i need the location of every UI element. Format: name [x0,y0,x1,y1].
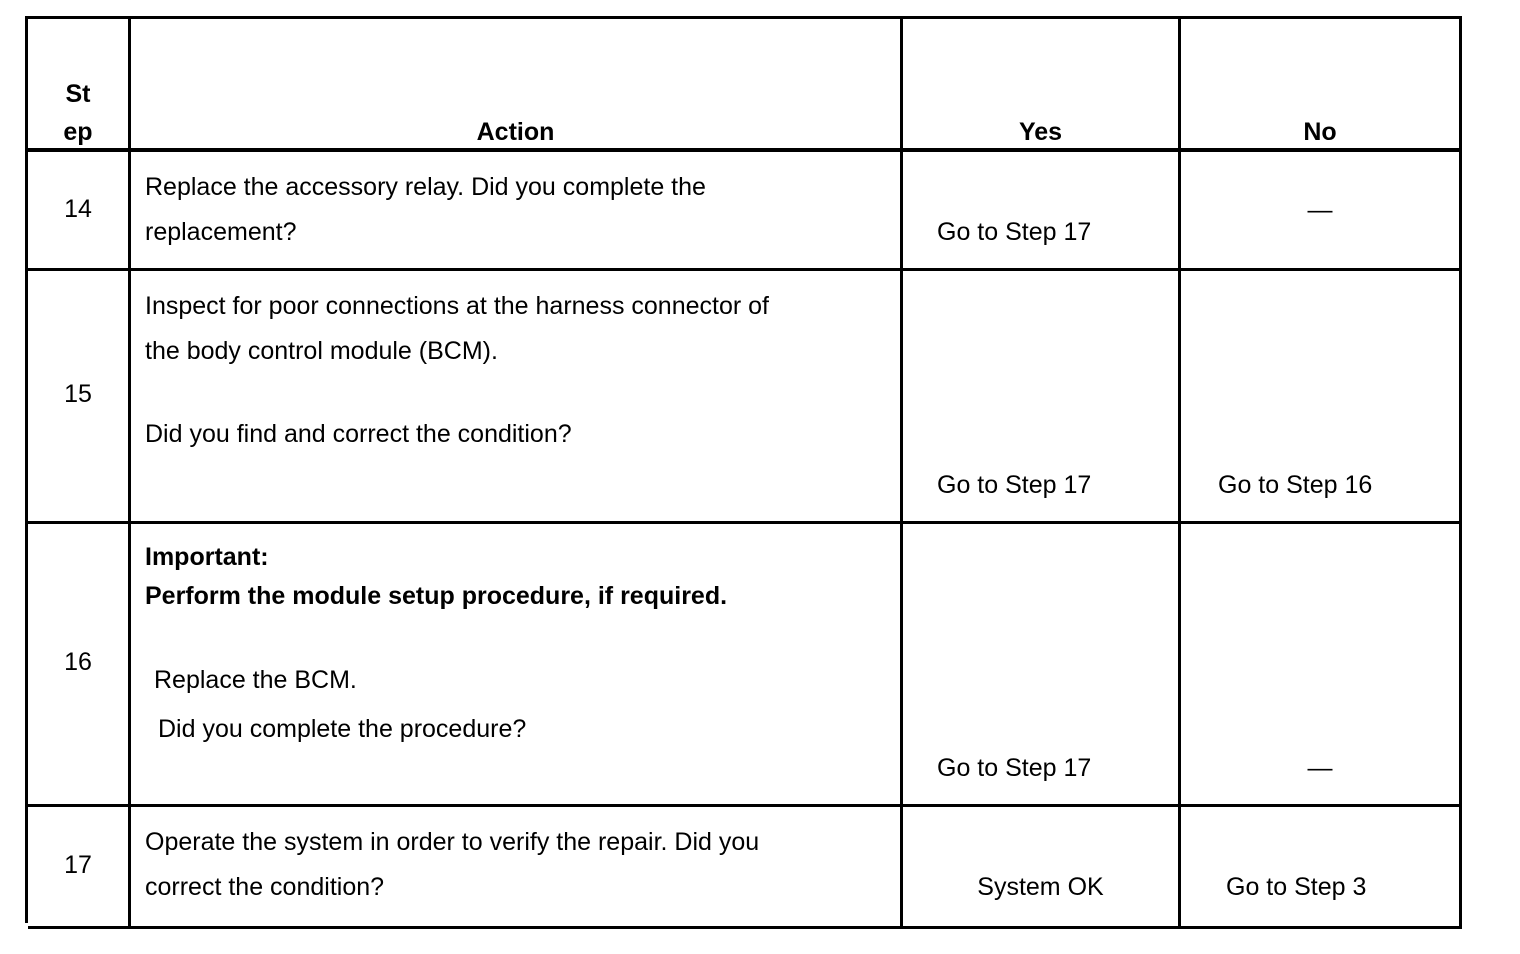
yes-cell: Go to Step 17 [903,524,1181,804]
yes-result: Go to Step 17 [937,218,1092,246]
action-cell: Operate the system in order to verify th… [131,807,903,926]
action-text-line: Did you complete the procedure? [158,715,527,743]
yes-result: Go to Step 17 [937,754,1092,782]
header-step-line1: St [65,80,91,108]
action-text-line: the body control module (BCM). [145,337,498,365]
action-cell: Replace the accessory relay. Did you com… [131,152,903,268]
action-text-line: correct the condition? [145,873,385,901]
diagnostic-table: St ep Action Yes No 14 Replace the acces… [25,16,1462,929]
no-cell: — [1181,152,1462,268]
action-text-line: Inspect for poor connections at the harn… [145,292,769,320]
header-no: No [1303,118,1337,146]
no-result: — [1307,196,1333,224]
step-number: 17 [64,851,92,879]
action-text-line: Did you find and correct the condition? [145,420,572,448]
table-row-step-16: 16 Important: Perform the module setup p… [28,524,1462,807]
header-step-line2: ep [63,118,93,146]
no-result: — [1307,754,1333,782]
step-number: 16 [64,648,92,676]
step-cell: 16 [28,524,131,804]
no-result: Go to Step 16 [1218,471,1373,499]
action-text-line: Replace the BCM. [154,666,357,694]
action-cell: Important: Perform the module setup proc… [131,524,903,804]
table-header-row: St ep Action Yes No [28,19,1462,152]
step-cell: 17 [28,807,131,926]
table-row-step-17: 17 Operate the system in order to verify… [28,807,1462,929]
header-step-cell: St ep [28,19,131,148]
step-number: 15 [64,380,92,408]
action-cell: Inspect for poor connections at the harn… [131,271,903,521]
header-yes-cell: Yes [903,19,1181,148]
action-text-line: Replace the accessory relay. Did you com… [145,173,706,201]
step-cell: 14 [28,152,131,268]
yes-cell: Go to Step 17 [903,152,1181,268]
table-row-step-15: 15 Inspect for poor connections at the h… [28,271,1462,524]
header-action: Action [476,118,555,146]
no-cell: — [1181,524,1462,804]
action-text-line: replacement? [145,218,297,246]
step-cell: 15 [28,271,131,521]
step-number: 14 [64,195,92,223]
table-row-step-14: 14 Replace the accessory relay. Did you … [28,152,1462,271]
action-text-line: Operate the system in order to verify th… [145,828,760,856]
important-label: Important: [145,543,269,571]
no-cell: Go to Step 16 [1181,271,1462,521]
header-no-cell: No [1181,19,1462,148]
header-yes: Yes [1018,118,1063,146]
yes-result: System OK [977,873,1104,901]
header-action-cell: Action [131,19,903,148]
yes-cell: Go to Step 17 [903,271,1181,521]
no-result: Go to Step 3 [1226,873,1367,901]
important-text: Perform the module setup procedure, if r… [145,582,728,610]
yes-cell: System OK [903,807,1181,926]
yes-result: Go to Step 17 [937,471,1092,499]
no-cell: Go to Step 3 [1181,807,1462,926]
